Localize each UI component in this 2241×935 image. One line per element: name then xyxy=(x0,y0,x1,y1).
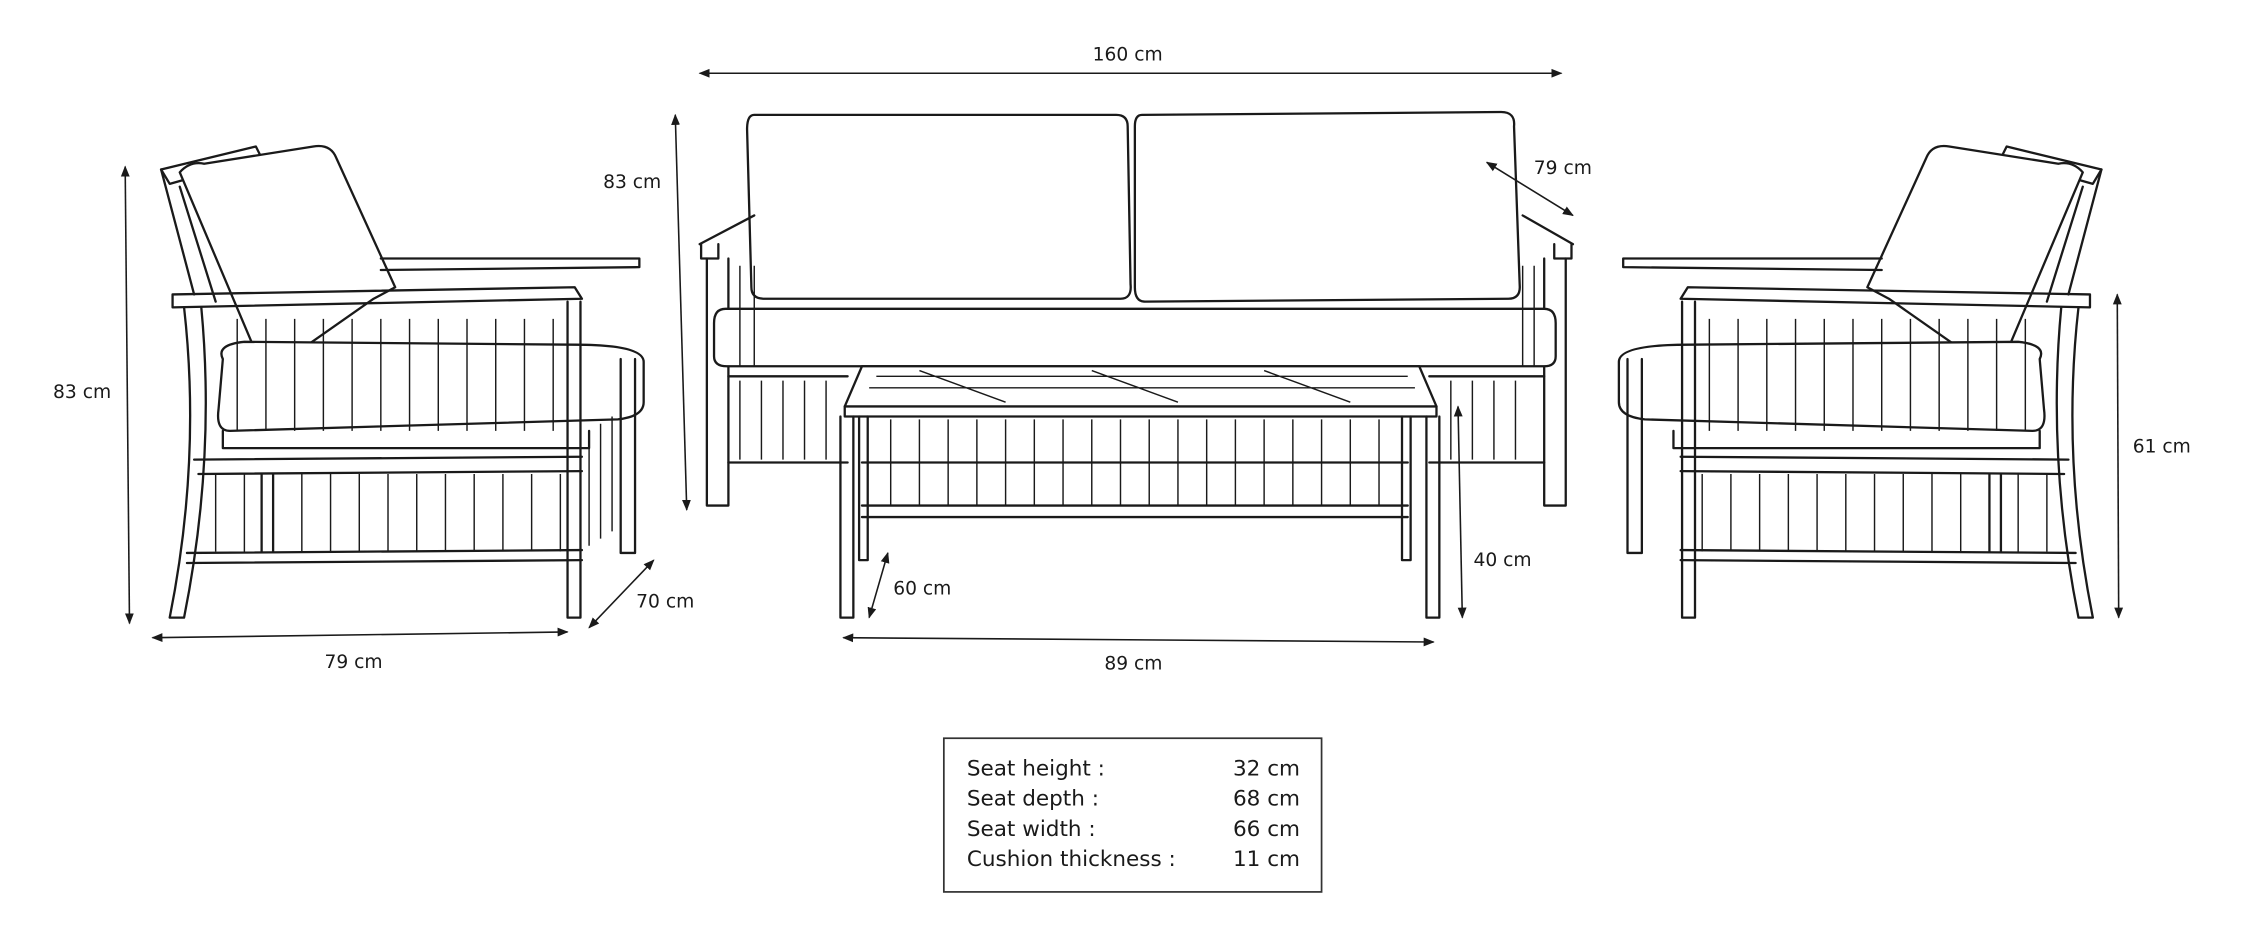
left-armchair-drawing xyxy=(159,144,645,619)
spec-value-seat-depth: 68 cm xyxy=(1233,787,1300,812)
spec-value-seat-width: 66 cm xyxy=(1233,817,1300,842)
armchair-right-height-label: 61 cm xyxy=(2133,436,2191,457)
sofa-height-label: 83 cm xyxy=(603,172,661,193)
spec-value-seat-height: 32 cm xyxy=(1233,757,1300,782)
table-depth-label: 60 cm xyxy=(893,579,951,600)
spec-label-seat-depth: Seat depth : xyxy=(967,787,1099,812)
sofa-drawing xyxy=(698,110,1575,507)
table-height-label: 40 cm xyxy=(1473,550,1531,571)
armchair-width-label: 79 cm xyxy=(324,652,382,673)
table-depth-arrow xyxy=(867,551,890,619)
sofa-depth-arrow xyxy=(1485,161,1574,217)
armchair-depth-label: 70 cm xyxy=(636,592,694,613)
sofa-width-label: 160 cm xyxy=(1093,44,1163,65)
armchair-height-label: 83 cm xyxy=(53,382,111,403)
armchair-height-arrow xyxy=(120,165,134,625)
sofa-depth-label: 79 cm xyxy=(1534,158,1592,179)
armchair-width-arrow xyxy=(151,627,569,642)
spec-label-seat-height: Seat height : xyxy=(967,757,1105,782)
table-height-arrow xyxy=(1453,405,1467,619)
spec-value-cushion-thickness: 11 cm xyxy=(1233,847,1300,872)
table-width-arrow xyxy=(842,633,1435,647)
armchair-right-height-arrow xyxy=(2112,293,2124,619)
sofa-height-arrow xyxy=(671,113,691,511)
spec-label-cushion-thickness: Cushion thickness : xyxy=(967,847,1176,872)
armchair-depth-arrow xyxy=(588,559,655,629)
coffee-table-drawing xyxy=(839,365,1441,619)
right-armchair-drawing xyxy=(1617,144,2103,619)
spec-label-seat-width: Seat width : xyxy=(967,817,1096,842)
specs-table: Seat height : 32 cm Seat depth : 68 cm S… xyxy=(942,737,1323,893)
table-width-label: 89 cm xyxy=(1104,653,1162,674)
